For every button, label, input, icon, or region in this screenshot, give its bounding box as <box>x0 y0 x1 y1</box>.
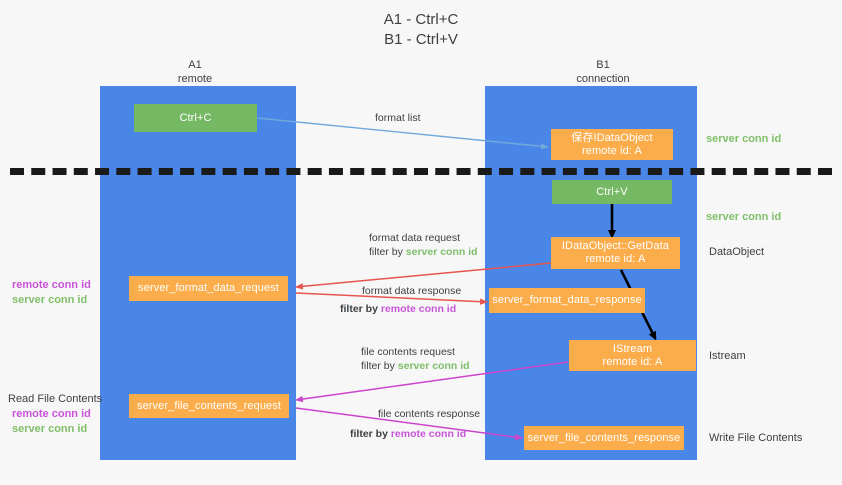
filter-value-remote-conn-id-2: remote conn id <box>390 428 467 440</box>
filter-prefix-1: filter by <box>369 246 406 258</box>
node-format-data-request-label: server_format_data_request <box>138 282 279 294</box>
edge-label-file-contents-response: file contents response filter by remote … <box>350 407 481 441</box>
annotation-server-conn-id-4: server conn id <box>12 423 88 435</box>
node-istream[interactable]: IStream remote id: A <box>569 340 696 371</box>
phase-separator <box>10 168 832 175</box>
lane-header-b1: B1 connection <box>548 58 658 86</box>
annotation-remote-conn-id-2: remote conn id <box>12 408 91 420</box>
lane-header-b1-subtitle: connection <box>576 73 630 85</box>
annotation-write-file-contents: Write File Contents <box>709 432 803 444</box>
edge-label-format-data-request: format data request filter by server con… <box>369 231 478 259</box>
annotation-dataobject: DataObject <box>709 246 765 258</box>
annotation-server-conn-id-2: server conn id <box>706 211 782 223</box>
annotation-server-conn-id-1: server conn id <box>706 133 782 145</box>
title-line-2: B1 - Ctrl+V <box>384 31 458 48</box>
edge-label-format-data-request-filter: filter by server conn id <box>369 245 478 259</box>
node-file-contents-request-label: server_file_contents_request <box>136 399 282 412</box>
edge-label-format-data-response-filter: filter by remote conn id <box>340 302 461 316</box>
node-getdata-sublabel: remote id: A <box>585 253 646 265</box>
filter-value-server-conn-id-2: server conn id <box>397 360 470 372</box>
annotation-left-conn-ids-1: remote conn id server conn id <box>12 278 91 308</box>
node-getdata[interactable]: IDataObject::GetData remote id: A <box>551 237 680 269</box>
annotation-read-file-contents: Read File Contents <box>8 393 103 405</box>
lane-header-a1-name: A1 <box>188 59 202 71</box>
annotation-remote-conn-id-1: remote conn id <box>12 279 91 291</box>
filter-prefix-4: filter by <box>350 428 391 440</box>
node-format-data-response-label: server_format_data_response <box>492 294 642 306</box>
annotation-server-conn-id-3: server conn id <box>12 294 88 306</box>
edge-label-format-data-response: format data response filter by remote co… <box>340 284 462 316</box>
filter-prefix-2: filter by <box>340 303 381 315</box>
filter-value-server-conn-id-1: server conn id <box>405 246 478 258</box>
node-idataobject-sublabel: remote id: A <box>582 144 642 157</box>
edge-label-format-data-request-text: format data request <box>369 232 461 244</box>
node-getdata-label: IDataObject::GetData <box>561 240 670 252</box>
edge-label-format-list: format list <box>375 112 421 124</box>
node-idataobject[interactable]: 保存IDataObject remote id: A <box>551 129 673 160</box>
node-ctrl-v[interactable]: Ctrl+V <box>552 180 672 204</box>
node-ctrl-c[interactable]: Ctrl+C <box>134 104 257 132</box>
edge-label-file-contents-response-text: file contents response <box>378 408 481 420</box>
lane-header-a1-subtitle: remote <box>177 73 213 85</box>
edge-label-file-contents-request-filter: filter by server conn id <box>361 359 470 373</box>
edge-label-file-contents-request: file contents request filter by server c… <box>361 345 470 373</box>
node-ctrl-c-label: Ctrl+C <box>179 111 212 124</box>
annotation-read-file-contents-group: Read File Contents remote conn id server… <box>8 392 102 437</box>
node-file-contents-request[interactable]: server_file_contents_request <box>129 394 289 418</box>
edge-label-file-contents-request-text: file contents request <box>361 346 455 358</box>
node-istream-sublabel: remote id: A <box>602 355 663 368</box>
edge-label-file-contents-response-filter: filter by remote conn id <box>350 427 480 441</box>
edge-label-format-data-response-text: format data response <box>362 285 462 297</box>
filter-value-remote-conn-id-1: remote conn id <box>380 303 457 315</box>
node-ctrl-v-label: Ctrl+V <box>596 185 628 198</box>
node-idataobject-label: 保存IDataObject <box>571 131 653 144</box>
node-istream-label: IStream <box>612 342 653 355</box>
node-format-data-response[interactable]: server_format_data_response <box>489 288 645 313</box>
node-format-data-request[interactable]: server_format_data_request <box>129 276 288 301</box>
filter-prefix-3: filter by <box>361 360 398 372</box>
node-file-contents-response-label: server_file_contents_response <box>527 431 681 444</box>
lane-header-a1: A1 remote <box>140 58 250 86</box>
title-line-1: A1 - Ctrl+C <box>383 11 459 28</box>
page-title: A1 - Ctrl+C B1 - Ctrl+V <box>0 10 842 50</box>
lane-header-b1-name: B1 <box>596 59 610 71</box>
node-file-contents-response[interactable]: server_file_contents_response <box>524 426 684 450</box>
annotation-istream: Istream <box>709 350 746 362</box>
